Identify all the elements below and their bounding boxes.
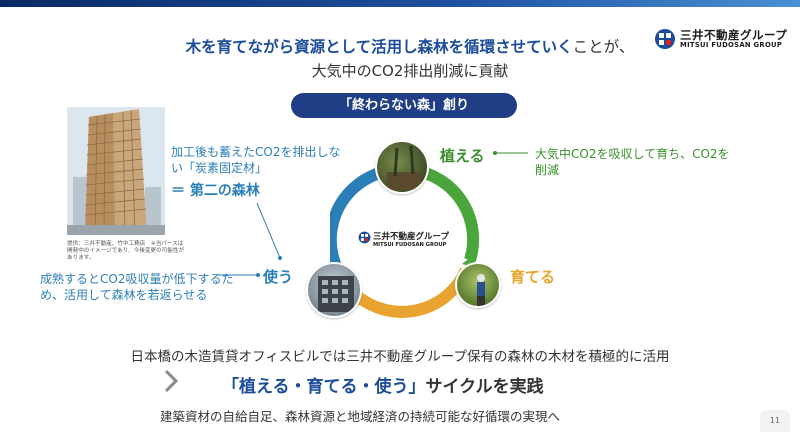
page-number: 11 — [760, 410, 790, 432]
planting-photo — [375, 140, 429, 194]
second-forest-label: ＝ 第二の森林 — [171, 183, 260, 199]
cycle-quote: 「植える・育てる・使う」 — [222, 377, 426, 397]
cycle-center-logo: 三井不動産グループ MITSUI FUDOSAN GROUP — [356, 228, 452, 258]
forest-planting-icon — [387, 145, 421, 190]
headline-line2: 大気中のCO2排出削減に貢献 — [311, 62, 509, 80]
co2-absorb-note: 大気中CO2を吸収して育ち、CO2を削減 — [535, 147, 730, 177]
rejuvenate-forest-note: 成熟するとCO2吸収量が低下するため、活用して森林を若返らせる — [40, 272, 234, 302]
cycle-label-use: 使う — [263, 268, 294, 286]
chevron-right-icon — [164, 369, 179, 393]
nihonbashi-statement: 日本橋の木造賃貸オフィスビルでは三井不動産グループ保有の森林の木材を積極的に活用 — [130, 349, 670, 365]
building-illustration-icon — [67, 107, 165, 235]
forest-worker-icon — [477, 274, 485, 306]
cycle-label-grow: 育てる — [510, 268, 556, 286]
cycle-label-plant: 植える — [440, 147, 485, 165]
brand-logo: 三井不動産グループ MITSUI FUDOSAN GROUP — [654, 26, 789, 54]
logo-english-text: MITSUI FUDOSAN GROUP — [680, 41, 783, 49]
mitsui-logo-icon — [655, 29, 675, 49]
forest-pill-label: 「終わらない森」創り — [291, 93, 517, 118]
cycle-logo-english: MITSUI FUDOSAN GROUP — [373, 242, 447, 248]
logo-japanese-text: 三井不動産グループ — [680, 28, 788, 42]
cycle-logo-japanese: 三井不動産グループ — [373, 232, 449, 242]
headline: 木を育てながら資源として活用し森林を循環させていくことが、 — [130, 36, 690, 58]
building-caption: 提供：三井不動産、竹中工務店 ※当パースは開発中のイメージであり、今後変更の可能… — [67, 241, 185, 262]
mitsui-logo-small-icon — [358, 231, 371, 244]
sustainability-statement: 建築資材の自給自足、森林資源と地域経済の持続可能な好循環の実現へ — [160, 409, 561, 424]
building-rendering-image — [67, 107, 165, 235]
wooden-building-icon — [318, 276, 354, 312]
building-use-photo — [306, 262, 362, 318]
arrow-head-yellow-icon — [356, 292, 370, 306]
cycle-practice-statement: 「植える・育てる・使う」サイクルを実践 — [222, 372, 544, 397]
cycle-practice-rest: サイクルを実践 — [425, 377, 544, 397]
carbon-fixing-note: 加工後も蓄えたCO2を排出しない「炭素固定材」 — [171, 145, 341, 175]
growing-photo — [455, 262, 501, 308]
headline-rest: ことが、 — [572, 38, 635, 56]
headline-emphasis: 木を育てながら資源として活用し森林を循環させていく — [185, 38, 573, 56]
top-accent-bar — [0, 0, 800, 7]
